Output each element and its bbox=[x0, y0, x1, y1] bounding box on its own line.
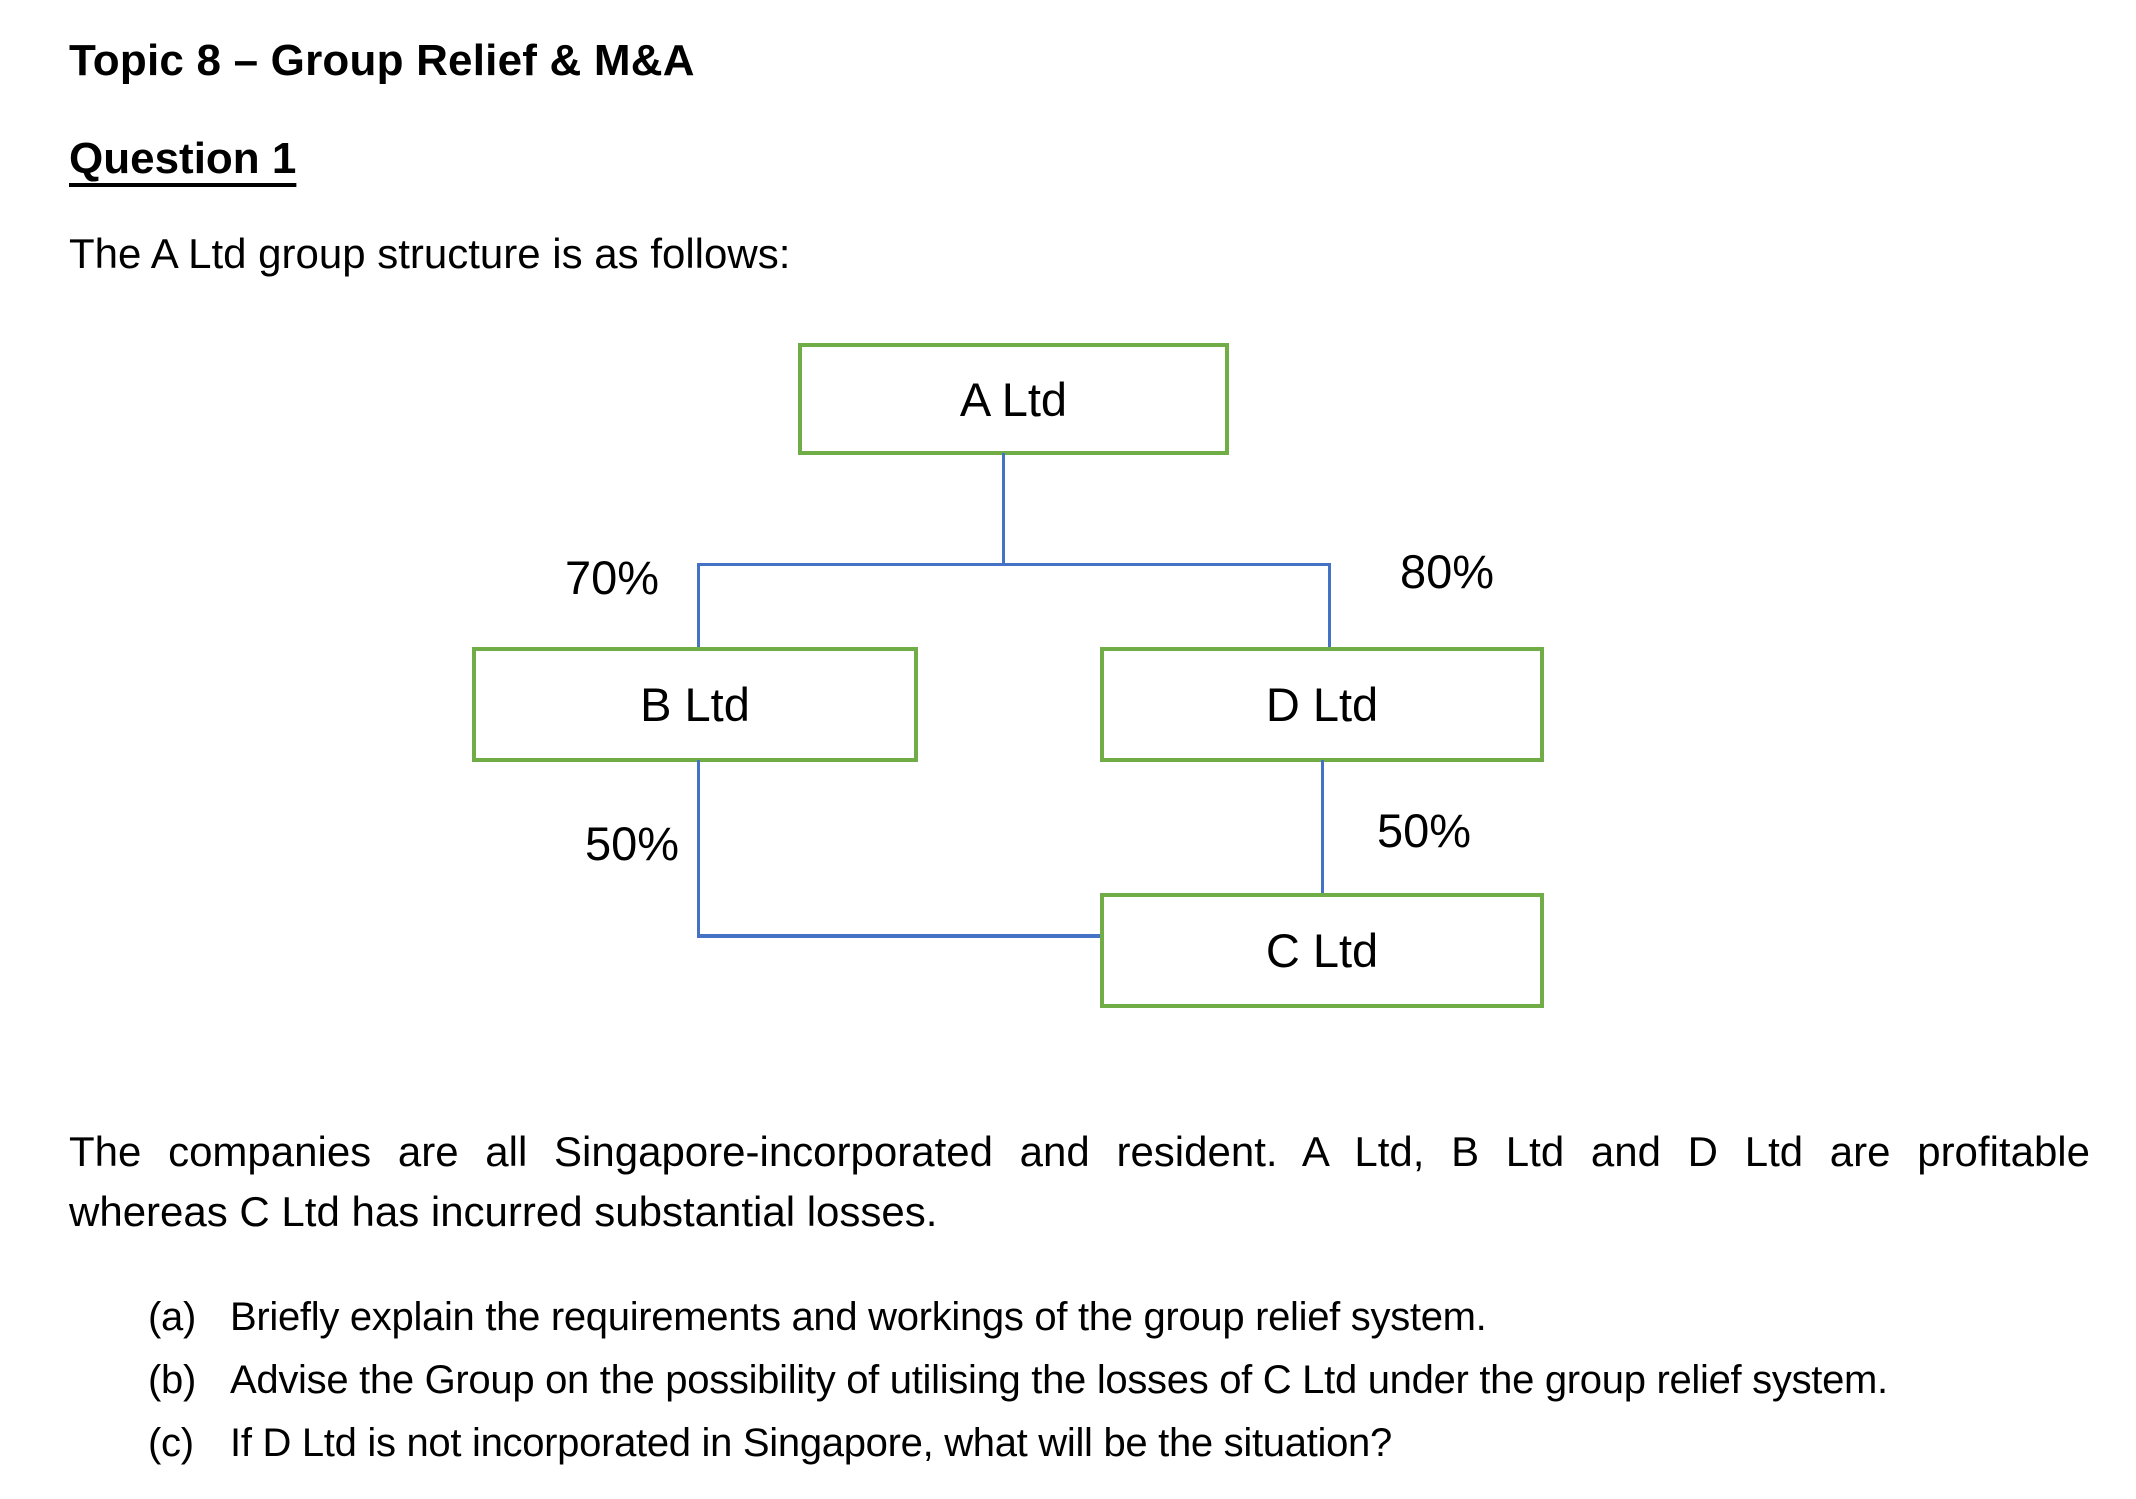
body-paragraph: The companies are all Singapore-incorpor… bbox=[69, 1122, 2090, 1242]
ownership-label-b-c: 50% bbox=[585, 817, 680, 870]
list-item: (b) Advise the Group on the possibility … bbox=[148, 1349, 1888, 1412]
connector-b-to-c bbox=[697, 934, 1103, 938]
list-item: (c) If D Ltd is not incorporated in Sing… bbox=[148, 1412, 1888, 1475]
node-d-ltd-label: D Ltd bbox=[1265, 678, 1379, 731]
node-c-ltd-label: C Ltd bbox=[1265, 924, 1379, 977]
question-list: (a) Briefly explain the requirements and… bbox=[148, 1286, 1888, 1475]
list-item-text: If D Ltd is not incorporated in Singapor… bbox=[230, 1421, 1392, 1465]
list-item-text: Briefly explain the requirements and wor… bbox=[230, 1295, 1487, 1339]
group-structure-diagram: A Ltd 70% 80% B Ltd D Ltd 50% 50% C Ltd bbox=[0, 340, 2136, 1040]
intro-text: The A Ltd group structure is as follows: bbox=[69, 230, 791, 277]
node-b-ltd-label: B Ltd bbox=[640, 678, 750, 731]
connector-to-d bbox=[1328, 563, 1331, 649]
list-item: (a) Briefly explain the requirements and… bbox=[148, 1286, 1888, 1349]
body-paragraph-line-1: The companies are all Singapore-incorpor… bbox=[69, 1128, 2090, 1175]
page-title: Topic 8 – Group Relief & M&A bbox=[69, 36, 695, 85]
question-heading: Question 1 bbox=[69, 134, 297, 183]
body-paragraph-line-2: whereas C Ltd has incurred substantial l… bbox=[69, 1188, 938, 1235]
list-item-marker: (a) bbox=[148, 1295, 196, 1339]
list-item-marker: (b) bbox=[148, 1358, 196, 1402]
ownership-label-d-c: 50% bbox=[1377, 804, 1472, 857]
list-item-marker: (c) bbox=[148, 1421, 194, 1465]
list-item-text: Advise the Group on the possibility of u… bbox=[230, 1358, 1888, 1402]
node-d-ltd: D Ltd bbox=[1100, 647, 1544, 762]
ownership-label-a-d: 80% bbox=[1400, 545, 1495, 598]
ownership-label-a-b: 70% bbox=[565, 551, 660, 604]
node-a-ltd: A Ltd bbox=[798, 343, 1229, 455]
connector-d-to-c bbox=[1321, 760, 1324, 895]
connector-a-down bbox=[1002, 453, 1005, 563]
node-a-ltd-label: A Ltd bbox=[959, 372, 1068, 426]
node-c-ltd: C Ltd bbox=[1100, 893, 1544, 1008]
node-b-ltd: B Ltd bbox=[472, 647, 918, 762]
connector-a-horizontal bbox=[697, 563, 1331, 566]
connector-b-down bbox=[697, 760, 700, 937]
connector-to-b bbox=[697, 563, 700, 649]
